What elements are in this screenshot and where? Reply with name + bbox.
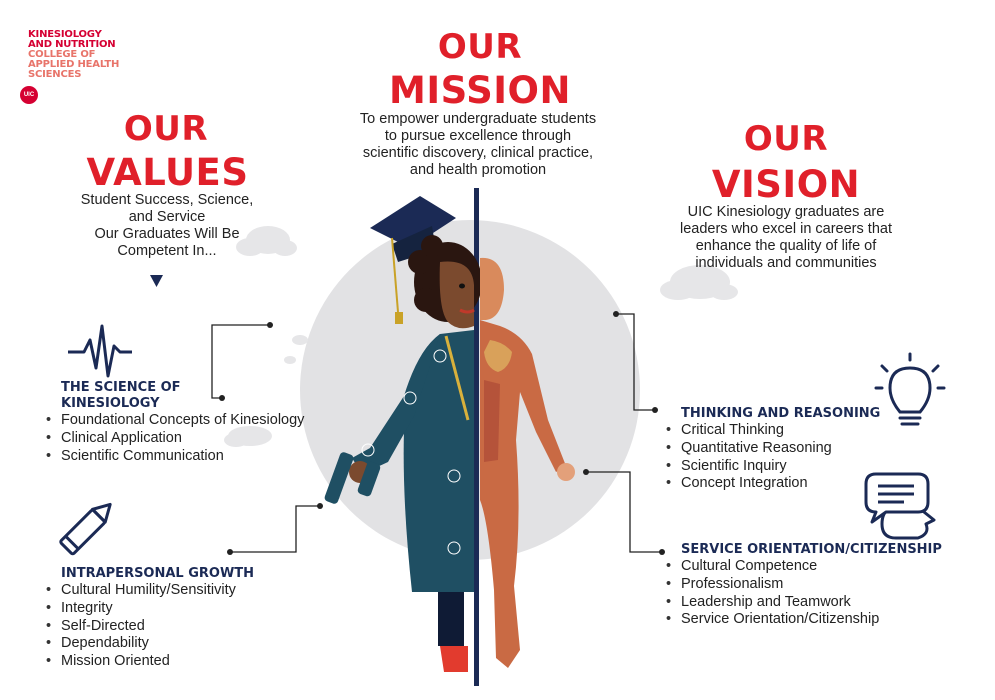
vision-line: leaders who excel in careers that xyxy=(680,221,892,237)
list-item: Service Orientation/Citizenship xyxy=(666,611,942,629)
values-line: Student Success, Science, xyxy=(80,192,254,208)
list-item: Concept Integration xyxy=(666,475,880,493)
vision-line: UIC Kinesiology graduates are xyxy=(687,204,885,220)
center-divider xyxy=(474,188,479,686)
cloud-right xyxy=(660,265,738,300)
list-item: Self-Directed xyxy=(46,618,254,636)
anatomy-figure xyxy=(480,257,575,668)
brand-line-4: APPLIED HEALTH xyxy=(28,59,120,70)
science-title-line2: KINESIOLOGY xyxy=(61,396,160,411)
values-title-word2: VALUES xyxy=(86,151,249,194)
cloud-left xyxy=(236,226,297,256)
brand-line-2: AND NUTRITION xyxy=(28,39,116,50)
vision-title-word1: OUR xyxy=(743,119,829,159)
science-list: Foundational Concepts of Kinesiology Cli… xyxy=(46,412,304,465)
list-item: Quantitative Reasoning xyxy=(666,440,880,458)
intrapersonal-list: Cultural Humility/Sensitivity Integrity … xyxy=(46,582,254,671)
science-section: THE SCIENCE OF KINESIOLOGY Foundational … xyxy=(46,380,304,465)
brand-line-5: SCIENCES xyxy=(28,69,82,80)
vision-title-word2: VISION xyxy=(711,163,861,206)
list-item: Professionalism xyxy=(666,576,942,594)
values-line: Competent In... xyxy=(117,243,217,259)
mission-title-word1: OUR xyxy=(437,27,523,67)
vision-line: individuals and communities xyxy=(695,255,877,271)
service-title: SERVICE ORIENTATION/CITIZENSHIP xyxy=(681,542,942,557)
values-text: Student Success, Science, and Service Ou… xyxy=(56,192,278,260)
list-item: Integrity xyxy=(46,600,254,618)
science-title-line1: THE SCIENCE OF xyxy=(61,380,181,395)
mission-line: scientific discovery, clinical practice, xyxy=(362,145,594,161)
service-list: Cultural Competence Professionalism Lead… xyxy=(666,558,942,629)
list-item: Mission Oriented xyxy=(46,653,254,671)
mission-text: To empower undergraduate students to pur… xyxy=(318,111,638,179)
list-item: Critical Thinking xyxy=(666,422,880,440)
list-item: Cultural Competence xyxy=(666,558,942,576)
heartbeat-icon xyxy=(68,324,132,378)
list-item: Foundational Concepts of Kinesiology xyxy=(46,412,304,430)
lightbulb-icon xyxy=(874,352,946,426)
vision-text: UIC Kinesiology graduates are leaders wh… xyxy=(655,204,917,272)
connector-lines xyxy=(211,313,662,553)
brand-line-3: COLLEGE OF xyxy=(28,49,96,60)
student-figure xyxy=(324,235,482,672)
down-arrow-icon xyxy=(150,275,163,287)
mission-title-word2: MISSION xyxy=(389,69,571,112)
values-line: Our Graduates Will Be xyxy=(94,226,240,242)
list-item: Scientific Communication xyxy=(46,448,304,466)
list-item: Clinical Application xyxy=(46,430,304,448)
thinking-list: Critical Thinking Quantitative Reasoning… xyxy=(666,422,880,493)
list-item: Cultural Humility/Sensitivity xyxy=(46,582,254,600)
intrapersonal-section: INTRAPERSONAL GROWTH Cultural Humility/S… xyxy=(46,566,254,671)
list-item: Leadership and Teamwork xyxy=(666,594,942,612)
uic-logo: UIC xyxy=(20,86,38,104)
service-section: SERVICE ORIENTATION/CITIZENSHIP Cultural… xyxy=(666,542,942,629)
intrapersonal-title: INTRAPERSONAL GROWTH xyxy=(61,566,255,581)
thinking-section: THINKING AND REASONING Critical Thinking… xyxy=(666,406,880,493)
college-brand: KINESIOLOGY AND NUTRITION COLLEGE OF APP… xyxy=(28,30,119,80)
values-title-word1: OUR xyxy=(123,109,209,149)
mission-line: To empower undergraduate students xyxy=(359,111,597,127)
list-item: Scientific Inquiry xyxy=(666,458,880,476)
values-line: and Service xyxy=(128,209,206,225)
pencil-icon xyxy=(59,502,112,556)
thinking-title: THINKING AND REASONING xyxy=(681,406,881,421)
mission-line: to pursue excellence through xyxy=(384,128,572,144)
brand-line-1: KINESIOLOGY xyxy=(28,29,102,40)
vision-line: enhance the quality of life of xyxy=(695,238,877,254)
list-item: Dependability xyxy=(46,635,254,653)
chat-bubbles-icon xyxy=(864,472,936,540)
cloud-bottom-left xyxy=(284,335,308,364)
mission-line: and health promotion xyxy=(409,162,547,178)
